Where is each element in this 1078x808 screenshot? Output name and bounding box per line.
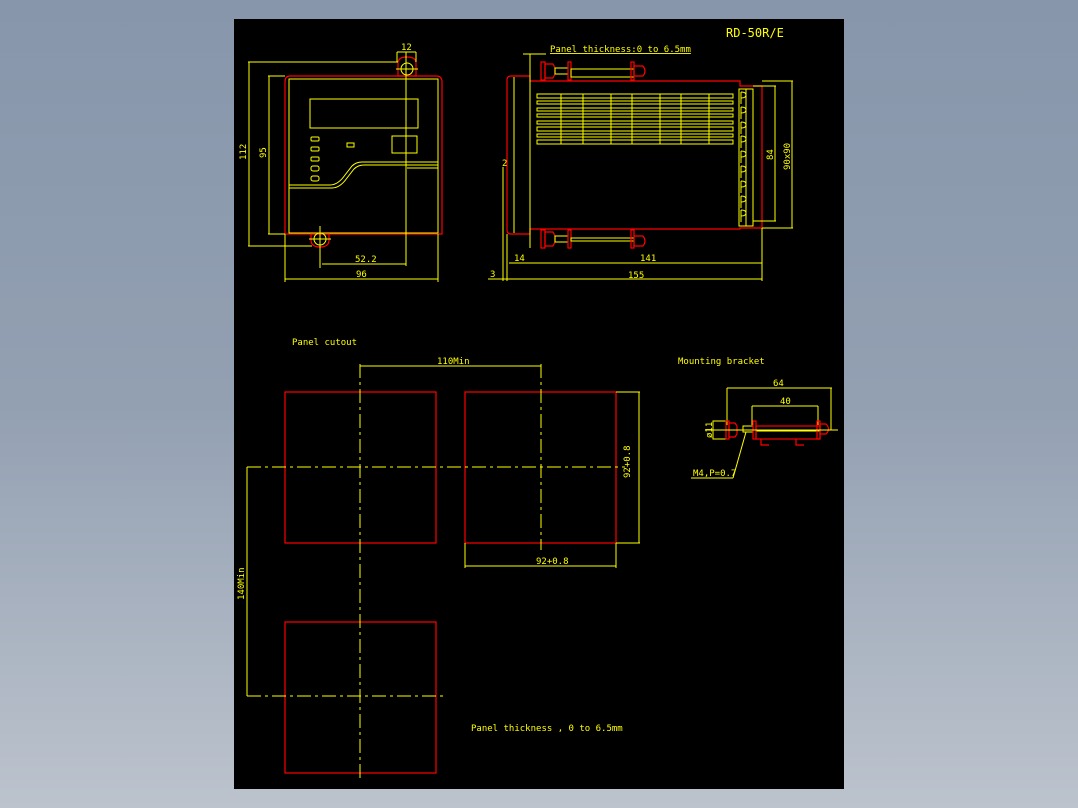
svg-text:12: 12 — [401, 43, 412, 53]
svg-text:Panel thickness:0 to 6.5mm: Panel thickness:0 to 6.5mm — [550, 45, 691, 55]
svg-text:Panel cutout: Panel cutout — [292, 338, 357, 348]
svg-text:2: 2 — [502, 159, 507, 169]
svg-text:Panel thickness , 0 to 6.5mm: Panel thickness , 0 to 6.5mm — [471, 724, 623, 734]
svg-text:110Min: 110Min — [437, 357, 470, 367]
svg-text:M4,P=0.7: M4,P=0.7 — [693, 469, 736, 479]
svg-text:140Min: 140Min — [237, 567, 247, 600]
svg-text:14: 14 — [514, 254, 525, 264]
side-view: Panel thickness:0 to 6.5mm — [488, 45, 793, 281]
svg-text:Mounting bracket: Mounting bracket — [678, 357, 765, 367]
svg-text:64: 64 — [773, 379, 784, 389]
svg-text:3: 3 — [490, 270, 495, 280]
svg-text:52.2: 52.2 — [355, 255, 377, 265]
drawing-sheet: RD-50R/E 12 — [234, 19, 844, 789]
svg-text:92+0.8: 92+0.8 — [623, 445, 633, 478]
svg-text:90x90: 90x90 — [783, 143, 793, 170]
front-view: 12 112 95 52.2 96 — [239, 43, 443, 282]
svg-text:155: 155 — [628, 271, 644, 281]
svg-text:92+0.8: 92+0.8 — [536, 557, 569, 567]
mounting-bracket: Mounting bracket 64 40 ø11 M4,P=0.7 — [678, 357, 838, 479]
svg-text:84: 84 — [766, 149, 776, 160]
panel-cutout: Panel cutout 110Min 92+0.8 92+0.8 140Min… — [237, 338, 640, 782]
svg-text:95: 95 — [259, 147, 269, 158]
model-title: RD-50R/E — [726, 26, 784, 40]
svg-text:40: 40 — [780, 397, 791, 407]
svg-text:112: 112 — [239, 144, 249, 160]
svg-text:96: 96 — [356, 270, 367, 280]
svg-text:ø11: ø11 — [705, 422, 715, 438]
svg-text:141: 141 — [640, 254, 656, 264]
